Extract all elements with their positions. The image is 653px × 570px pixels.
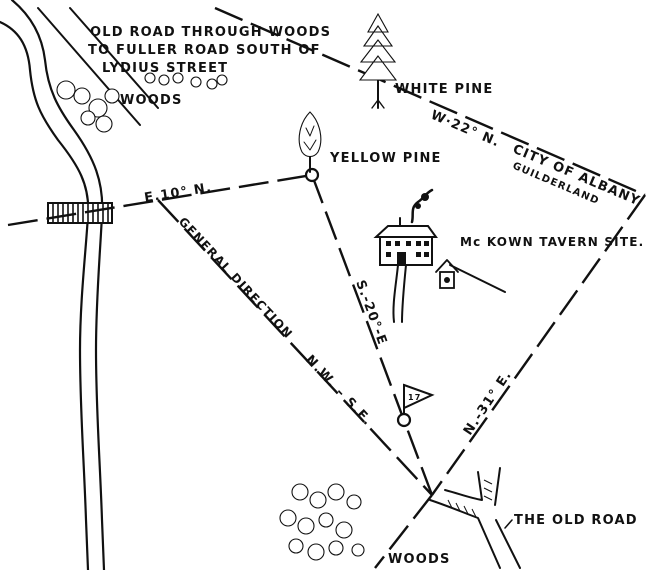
line-s20e	[310, 174, 434, 496]
old-road-bottom	[429, 467, 521, 569]
marker-17-label: 17	[408, 393, 422, 402]
line-e10n	[7, 173, 313, 227]
survey-lines	[7, 6, 646, 569]
bearing-s20e-label: S.-20°-E	[352, 278, 389, 347]
mckown-tavern-label: Mc KOWN TAVERN SITE.	[460, 235, 644, 249]
white-pine-tree-icon	[358, 12, 398, 109]
woods-top-icon	[56, 72, 228, 133]
tavern-building-icon	[373, 188, 459, 323]
woods-top-label: WOODS	[120, 93, 183, 108]
bridge	[47, 202, 113, 224]
general-direction-label: GENERAL DIRECTION	[176, 214, 296, 341]
old-road-label-line3: LYDIUS STREET	[102, 61, 228, 76]
woods-bottom-icon	[279, 483, 365, 561]
the-old-road-label: THE OLD ROAD	[514, 513, 638, 528]
line-general-direction	[157, 199, 433, 496]
line-n31e	[431, 194, 646, 496]
white-pine-label: WHITE PINE	[395, 82, 493, 97]
bearing-n31e-label: N.-31° E.	[461, 368, 515, 439]
nw-se-label: N.W. – S.E.	[302, 352, 375, 429]
bearing-e10n-label: E.10° N.	[143, 180, 213, 206]
yellow-pine-monument	[304, 167, 320, 183]
creek	[0, 0, 106, 570]
old-road-top	[37, 7, 159, 126]
marker-17-flag-icon	[396, 383, 435, 428]
yellow-pine-label: YELLOW PINE	[329, 151, 442, 166]
line-n31e-continued	[374, 494, 433, 569]
yellow-pine-tree-icon	[298, 111, 322, 173]
old-road-label-line2: TO FULLER ROAD SOUTH OF	[88, 43, 321, 58]
woods-bottom-label: WOODS	[388, 552, 451, 567]
boundary-w22n	[214, 6, 646, 197]
old-road-label-line1: OLD ROAD THROUGH WOODS	[90, 25, 331, 40]
